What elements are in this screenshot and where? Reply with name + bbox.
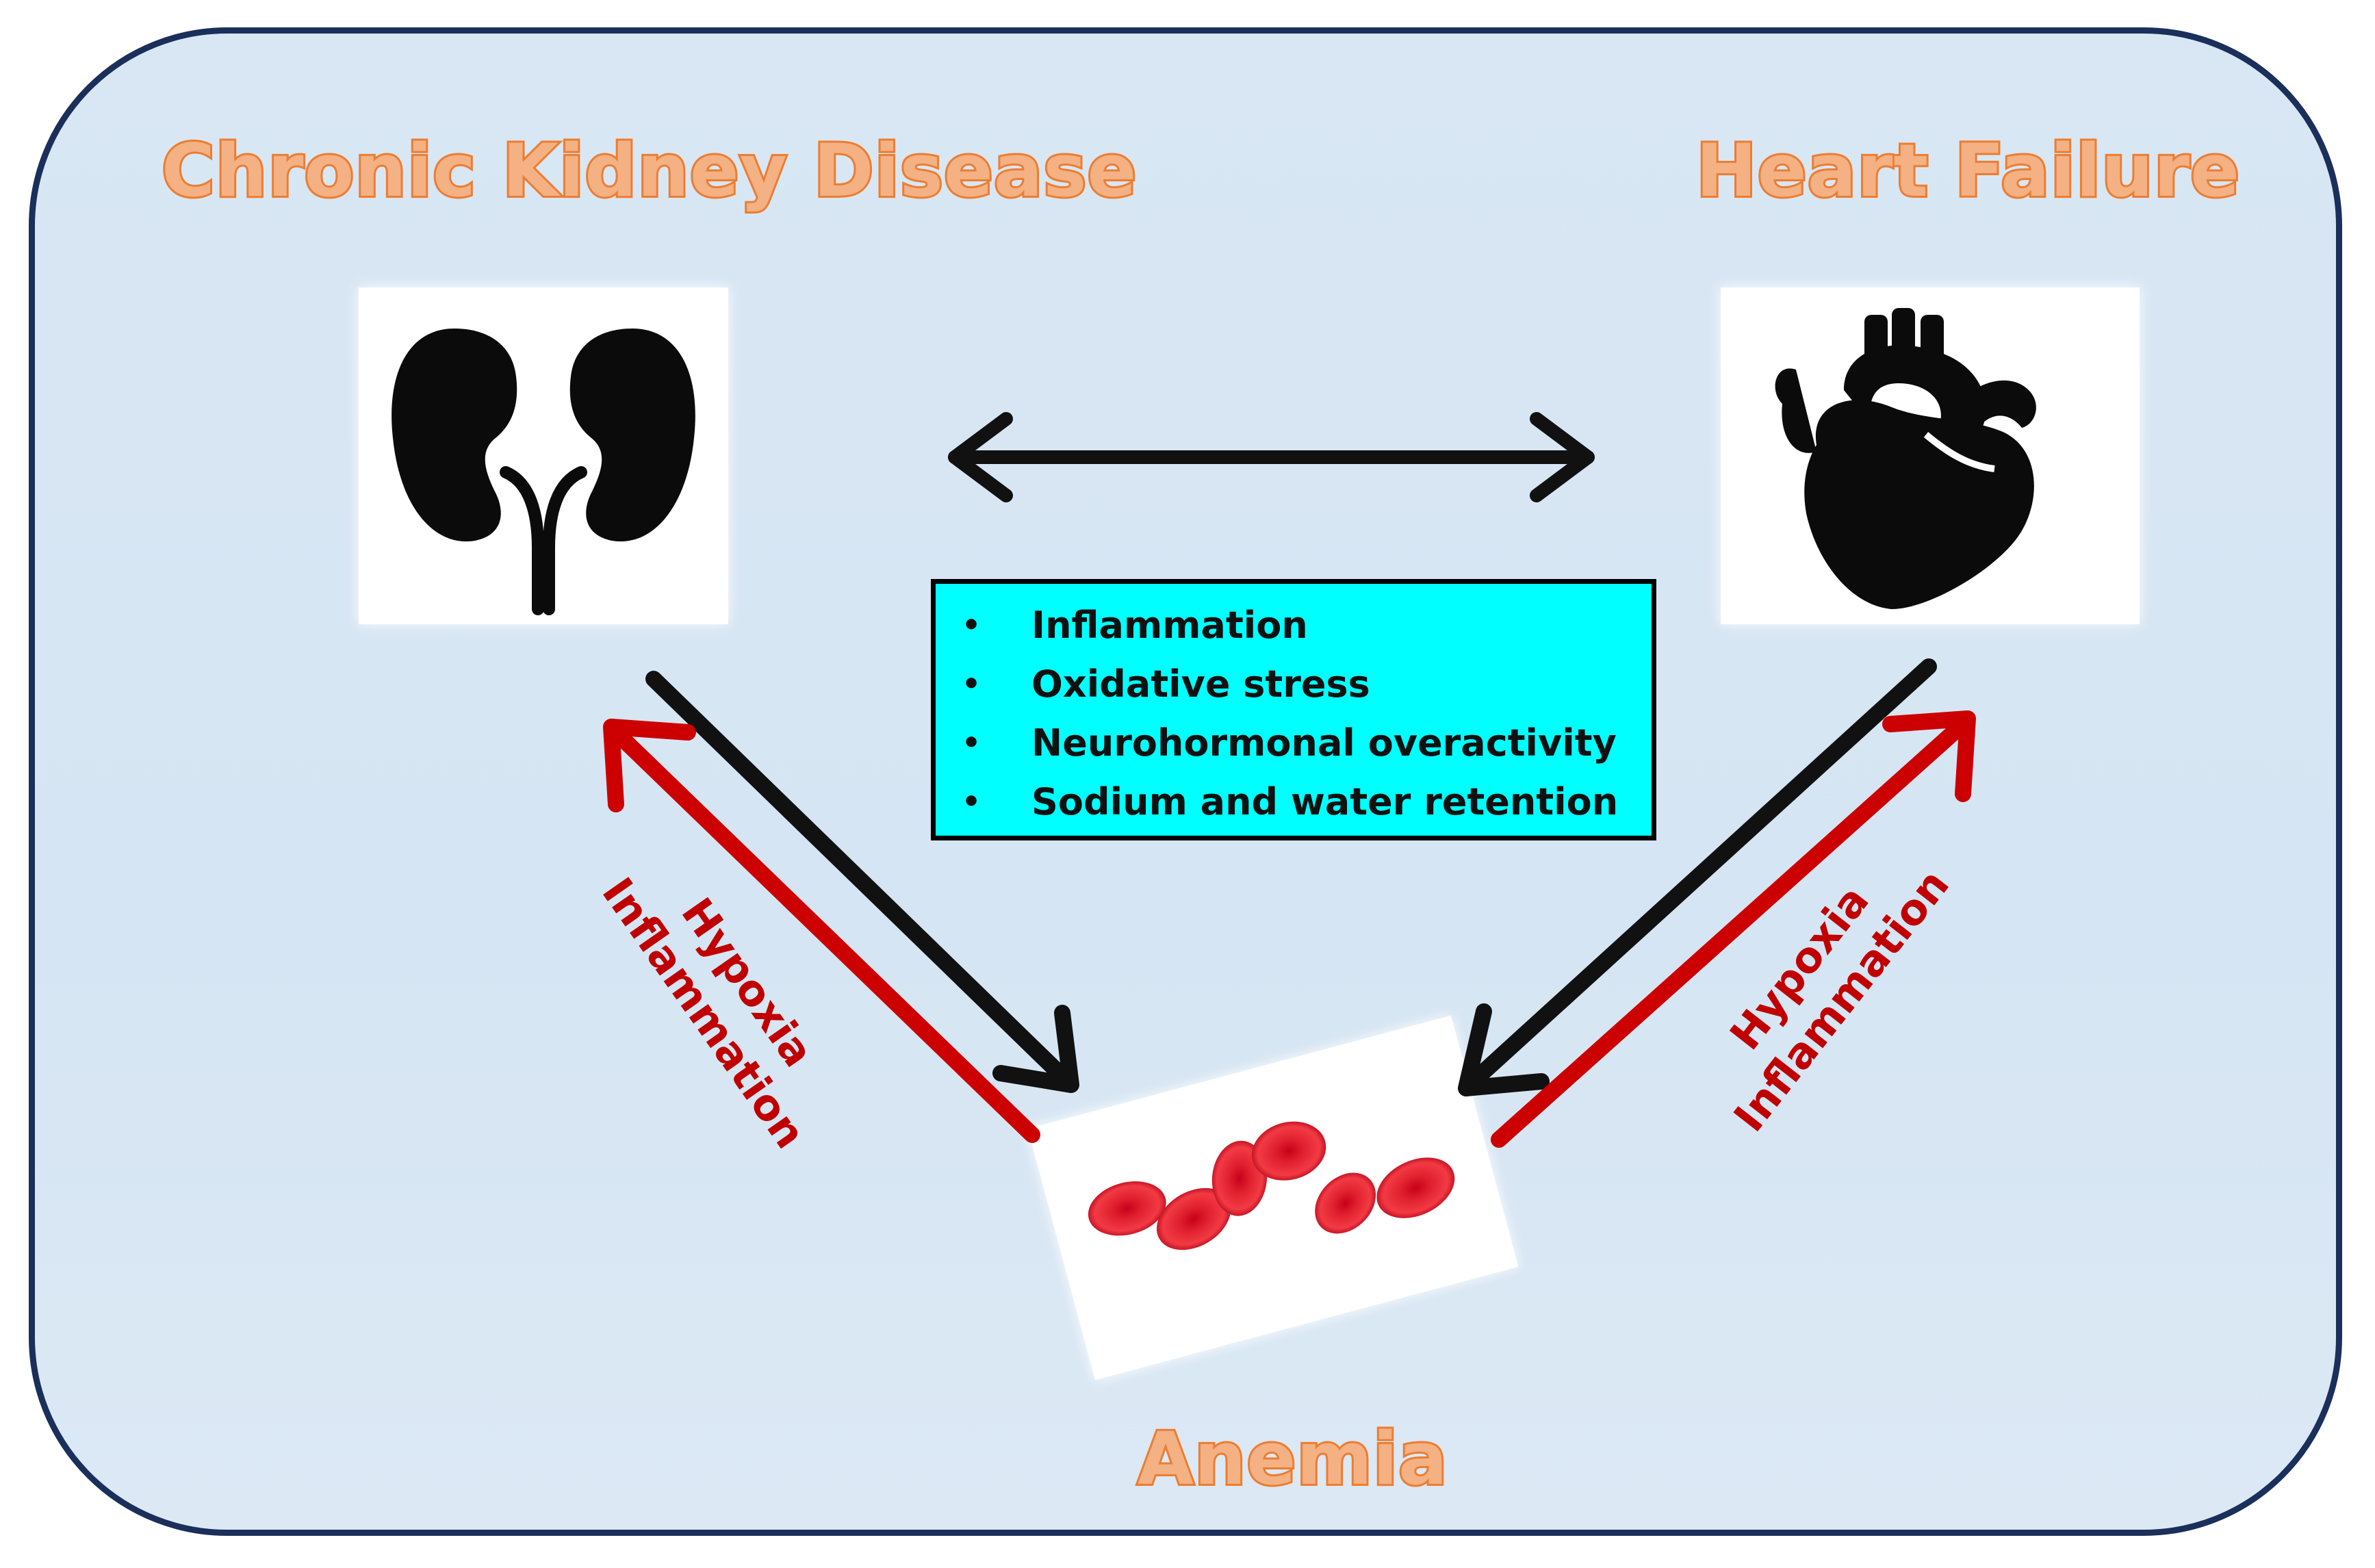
list-item: •Sodium and water retention xyxy=(962,780,1619,823)
list-item: •Neurohormonal overactivity xyxy=(962,721,1617,764)
title-heart-failure: Heart Failure xyxy=(1694,127,2242,215)
kidney-card xyxy=(359,287,728,624)
red-blood-cells-card xyxy=(1027,1015,1519,1380)
title-anemia: Anemia xyxy=(1135,1415,1450,1503)
mechanisms-list: •Inflammation •Oxidative stress •Neuroho… xyxy=(936,596,1652,832)
list-item: •Inflammation xyxy=(962,604,1308,647)
red-blood-cells-icon xyxy=(1088,1121,1455,1250)
list-item: •Oxidative stress xyxy=(962,663,1370,706)
heart-card xyxy=(1721,287,2140,624)
kidneys-icon xyxy=(391,329,695,615)
mechanisms-box: •Inflammation •Oxidative stress •Neuroho… xyxy=(931,579,1656,840)
title-chronic-kidney-disease: Chronic Kidney Disease xyxy=(159,127,1138,215)
heart-icon xyxy=(1775,308,2036,609)
